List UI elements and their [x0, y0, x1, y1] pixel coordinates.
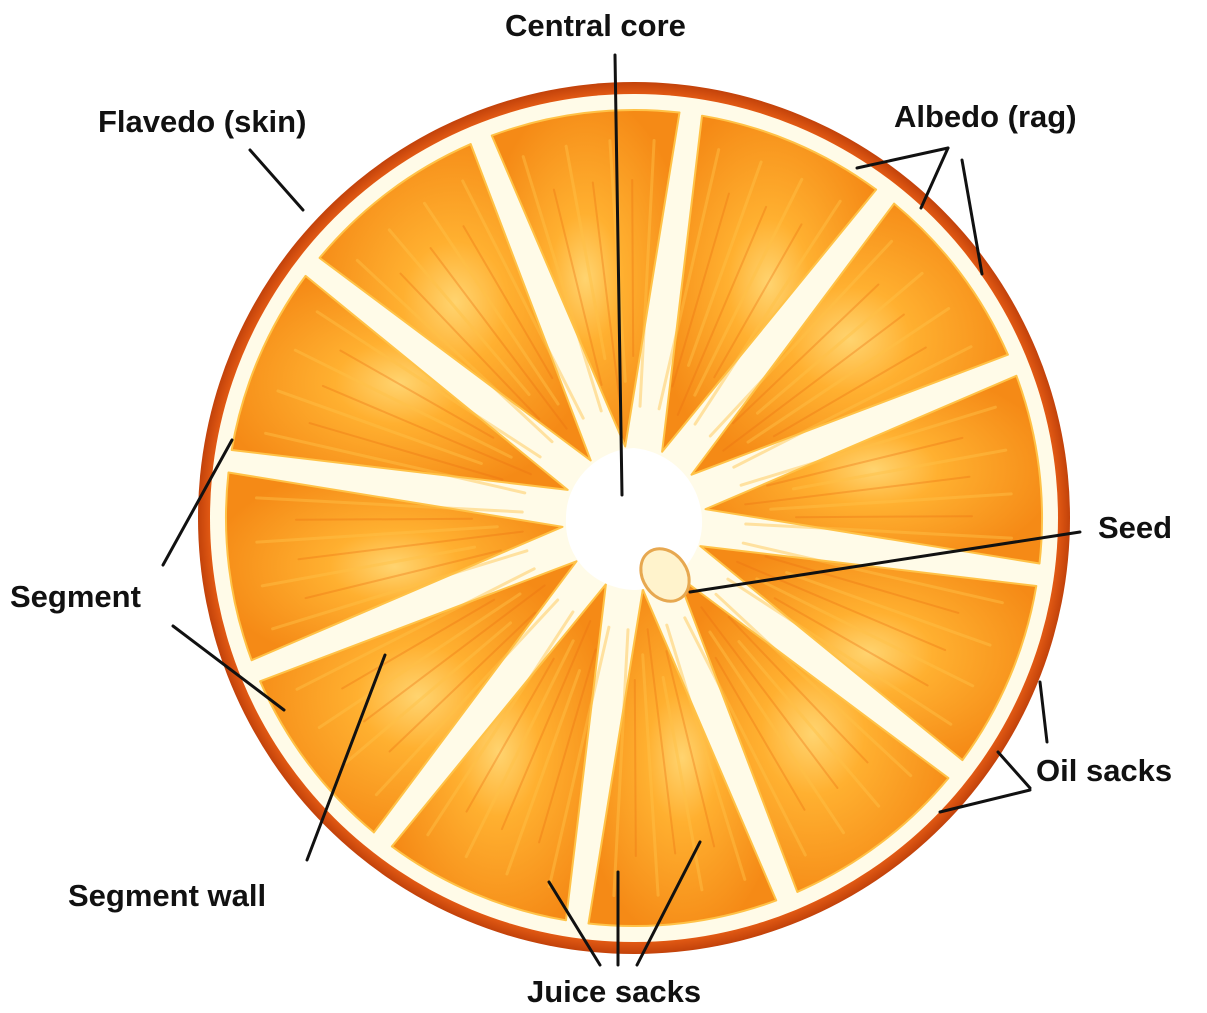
- label-oil-sacks: Oil sacks: [1036, 755, 1172, 786]
- juice-sack: [632, 180, 633, 356]
- leader-albedo-2: [921, 148, 948, 208]
- juice-sack: [796, 516, 972, 517]
- label-juice-sacks: Juice sacks: [527, 976, 701, 1007]
- label-seed: Seed: [1098, 512, 1172, 543]
- label-segment-wall: Segment wall: [68, 880, 266, 911]
- leader-flavedo: [250, 150, 303, 210]
- juice-sack: [635, 680, 636, 856]
- label-albedo: Albedo (rag): [894, 101, 1077, 132]
- label-segment: Segment: [10, 581, 141, 612]
- label-central-core: Central core: [505, 10, 686, 41]
- orange-slice: [198, 82, 1070, 954]
- juice-sack: [296, 519, 472, 520]
- label-flavedo: Flavedo (skin): [98, 106, 306, 137]
- leader-oil-sacks-1: [1040, 682, 1047, 742]
- leader-oil-sacks-2: [998, 752, 1030, 788]
